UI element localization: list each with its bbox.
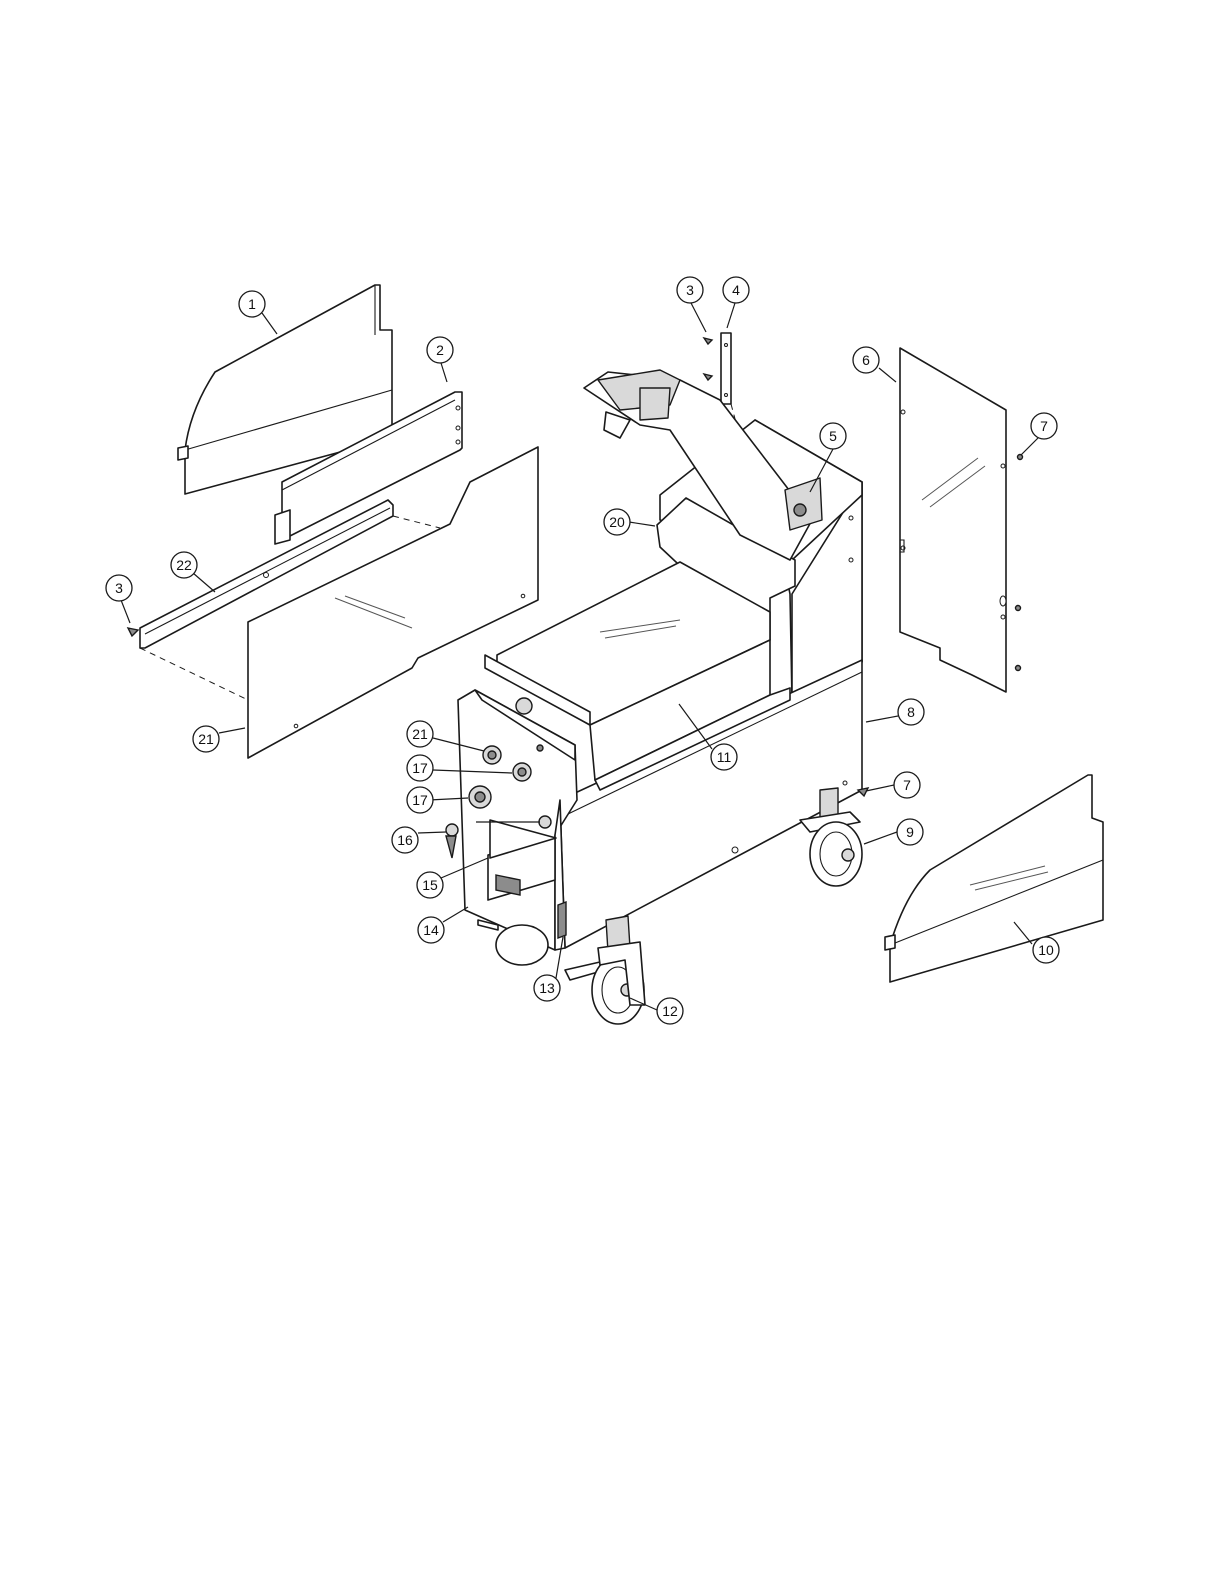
callout-15-label: 15 — [422, 877, 438, 893]
callout-9: 9 — [897, 819, 923, 845]
part-6-right-glass-panel — [900, 348, 1023, 692]
callout-12: 12 — [657, 998, 683, 1024]
callout-14: 14 — [418, 917, 444, 943]
callout-20-label: 20 — [609, 514, 625, 530]
callout-15: 15 — [417, 872, 443, 898]
callout-11-label: 11 — [717, 749, 732, 765]
callout-4-label: 4 — [732, 282, 740, 298]
callout-3-left-label: 3 — [115, 580, 123, 596]
callout-21-control: 21 — [407, 721, 433, 747]
callout-7-top: 7 — [1031, 413, 1057, 439]
callout-20: 20 — [604, 509, 630, 535]
callout-5: 5 — [820, 423, 846, 449]
part-10-deflector-shelf — [885, 775, 1103, 982]
callout-7-bottom-label: 7 — [903, 777, 911, 793]
callout-17-lower: 17 — [407, 787, 433, 813]
callout-16: 16 — [392, 827, 418, 853]
callout-12-label: 12 — [662, 1003, 678, 1019]
callout-22: 22 — [171, 552, 197, 578]
callout-3-top: 3 — [677, 277, 703, 303]
callout-2-label: 2 — [436, 342, 444, 358]
callout-9-label: 9 — [906, 824, 914, 840]
callout-21-panel: 21 — [193, 726, 219, 752]
callout-17-lower-label: 17 — [412, 792, 428, 808]
callout-1-label: 1 — [248, 296, 256, 312]
callout-3-top-label: 3 — [686, 282, 694, 298]
callout-5-label: 5 — [829, 428, 837, 444]
callout-6-label: 6 — [862, 352, 870, 368]
part-3-screws-top — [704, 338, 712, 380]
callout-22-label: 22 — [176, 557, 192, 573]
assembly-line-22-21 — [140, 648, 248, 700]
callout-7-top-label: 7 — [1040, 418, 1048, 434]
callout-6: 6 — [853, 347, 879, 373]
callout-8: 8 — [898, 699, 924, 725]
callout-14-label: 14 — [423, 922, 439, 938]
callout-16-label: 16 — [397, 832, 413, 848]
callout-11: 11 — [711, 744, 737, 770]
callout-17-upper: 17 — [407, 755, 433, 781]
callout-13-label: 13 — [539, 980, 555, 996]
callout-10-label: 10 — [1038, 942, 1054, 958]
callout-21-control-label: 21 — [412, 726, 428, 742]
callout-3-left: 3 — [106, 575, 132, 601]
callout-8-label: 8 — [907, 704, 915, 720]
part-3-screw-left — [128, 628, 138, 636]
callout-2: 2 — [427, 337, 453, 363]
callout-13: 13 — [534, 975, 560, 1001]
part-7-screw — [858, 788, 868, 796]
callout-10: 10 — [1033, 937, 1059, 963]
assembly-line-22-21-b — [393, 516, 440, 528]
callout-7-bottom: 7 — [894, 772, 920, 798]
callout-4: 4 — [723, 277, 749, 303]
callout-1: 1 — [239, 291, 265, 317]
callout-21-panel-label: 21 — [198, 731, 214, 747]
callout-17-upper-label: 17 — [412, 760, 428, 776]
part-4-bracket — [721, 333, 731, 404]
